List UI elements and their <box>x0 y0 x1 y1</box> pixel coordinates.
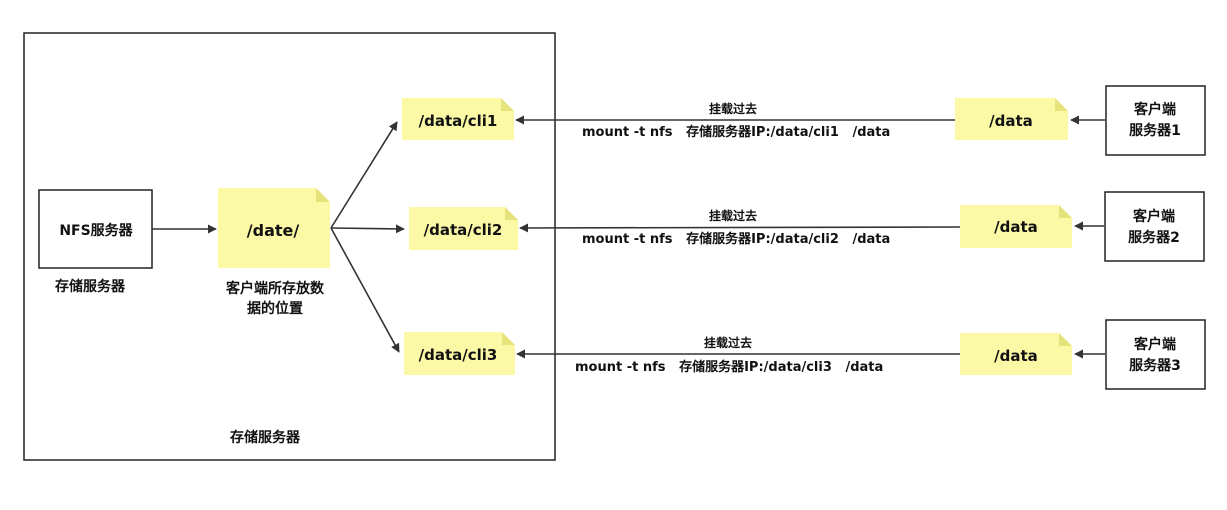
mount2-title: 挂载过去 <box>709 208 757 223</box>
date-dir-caption-line2: 据的位置 <box>247 300 303 317</box>
client3-data-note <box>960 333 1072 375</box>
mount1-title: 挂载过去 <box>709 101 757 116</box>
edge-date-to-cli1 <box>330 121 398 229</box>
mount3-title: 挂载过去 <box>704 335 752 350</box>
client-server1-line2: 服务器1 <box>1129 122 1181 139</box>
client-server2-line2: 服务器2 <box>1128 229 1180 246</box>
client-server2-line1: 客户端 <box>1132 208 1175 225</box>
cli1-dir-label: /data/cli1 <box>419 112 498 130</box>
mount3-command: mount -t nfs 存储服务器IP:/data/cli3 /data <box>575 359 883 375</box>
client-server2-box <box>1104 191 1205 262</box>
client3-data-label: /data <box>994 347 1038 365</box>
edge-date-to-cli3 <box>330 227 400 353</box>
client-server3-line2: 服务器3 <box>1129 357 1181 374</box>
edge-mount-cli2 <box>519 223 961 233</box>
date-dir-label: /date/ <box>247 221 300 240</box>
date-dir-caption-line1: 客户端所存放数 <box>225 280 325 297</box>
storage-server-container-caption: 存储服务器 <box>230 429 301 446</box>
mount1-command: mount -t nfs 存储服务器IP:/data/cli1 /data <box>582 124 890 140</box>
client-server3-box <box>1105 319 1206 390</box>
cli2-dir-note <box>409 207 518 250</box>
nfs-server-caption: 存储服务器 <box>55 278 126 295</box>
client-server1-line1: 客户端 <box>1133 101 1176 118</box>
client-server3-line1: 客户端 <box>1133 336 1176 353</box>
mount2-command: mount -t nfs 存储服务器IP:/data/cli2 /data <box>582 231 890 247</box>
date-dir-note <box>218 188 330 268</box>
client1-data-label: /data <box>989 112 1033 130</box>
client-server1-box <box>1105 85 1206 156</box>
client1-data-note <box>955 98 1068 140</box>
cli3-dir-note <box>404 332 515 375</box>
client2-data-note <box>960 205 1072 248</box>
cli2-dir-label: /data/cli2 <box>424 221 503 239</box>
cli3-dir-label: /data/cli3 <box>419 346 498 364</box>
nfs-server-box <box>38 189 153 269</box>
nfs-server-label: NFS服务器 <box>59 222 133 239</box>
cli1-dir-note <box>402 98 514 140</box>
client2-data-label: /data <box>994 218 1038 236</box>
edge-date-to-cli2 <box>330 224 405 234</box>
